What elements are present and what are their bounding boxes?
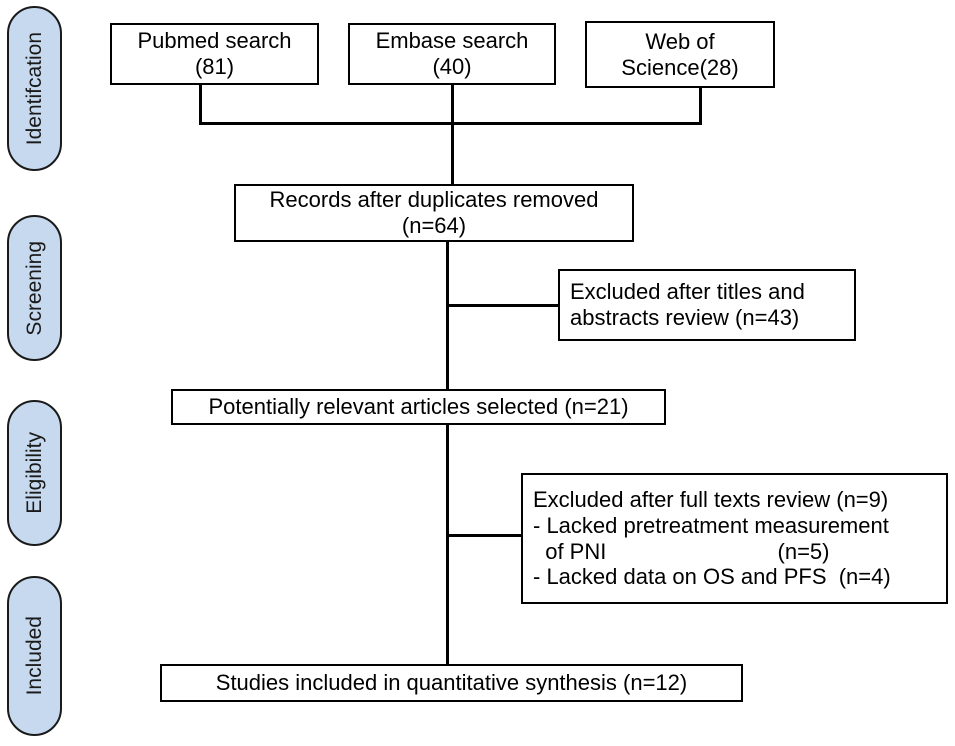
excluded-fulltext-line1: Excluded after full texts review (n=9) (533, 486, 889, 512)
excluded-fulltext-line4: - Lacked data on OS and PFS (n=4) (533, 564, 891, 590)
source-box-web-of-science: Web of Science(28) (585, 21, 775, 88)
stage-label-screening: Screening (23, 240, 46, 336)
connector-embase-down (451, 85, 454, 125)
excluded-titles-line2: abstracts review (n=43) (570, 305, 800, 330)
stage-pill-screening: Screening (7, 215, 62, 361)
source-pubmed-line2: (81) (194, 54, 235, 79)
connector-sources-merge-bar (199, 122, 702, 125)
node-potentially-relevant: Potentially relevant articles selected (… (171, 389, 666, 425)
source-embase-line1: Embase search (375, 28, 529, 54)
connector-records-to-relevant (446, 242, 449, 390)
stage-pill-identification: Identifcation (7, 6, 62, 171)
source-wos-line1: Web of (645, 28, 715, 54)
connector-relevant-to-included (446, 425, 449, 665)
connector-branch-excluded-fulltext (446, 534, 524, 537)
node-excluded-full-text: Excluded after full texts review (n=9) -… (521, 473, 948, 604)
connector-branch-excluded-titles (446, 304, 560, 307)
source-pubmed-line1: Pubmed search (137, 28, 292, 54)
node-excluded-titles-abstracts: Excluded after titles and abstracts revi… (558, 269, 856, 341)
node-included-quantitative: Studies included in quantitative synthes… (160, 664, 743, 702)
connector-pubmed-down (199, 85, 202, 125)
node-records-after-duplicates: Records after duplicates removed (n=64) (234, 184, 634, 242)
source-box-embase: Embase search (40) (348, 23, 556, 85)
stage-label-identification: Identifcation (23, 31, 46, 146)
excluded-fulltext-line3: of PNI (n=5) (533, 538, 830, 564)
records-after-duplicates-line1: Records after duplicates removed (269, 187, 599, 213)
records-after-duplicates-line2: (n=64) (401, 213, 467, 238)
source-wos-line2: Science(28) (621, 54, 739, 80)
stage-pill-included: Included (7, 576, 62, 736)
stage-label-included: Included (23, 616, 46, 696)
excluded-titles-line1: Excluded after titles and (570, 279, 805, 305)
connector-merge-to-records (451, 122, 454, 185)
connector-wos-down (699, 88, 702, 125)
excluded-fulltext-line2: - Lacked pretreatment measurement (533, 512, 889, 538)
source-embase-line2: (40) (432, 54, 472, 79)
stage-pill-eligibility: Eligibility (7, 400, 62, 546)
potentially-relevant-line1: Potentially relevant articles selected (… (208, 394, 629, 420)
source-box-pubmed: Pubmed search (81) (110, 23, 319, 85)
included-quantitative-line1: Studies included in quantitative synthes… (215, 670, 688, 696)
stage-label-eligibility: Eligibility (23, 432, 46, 514)
